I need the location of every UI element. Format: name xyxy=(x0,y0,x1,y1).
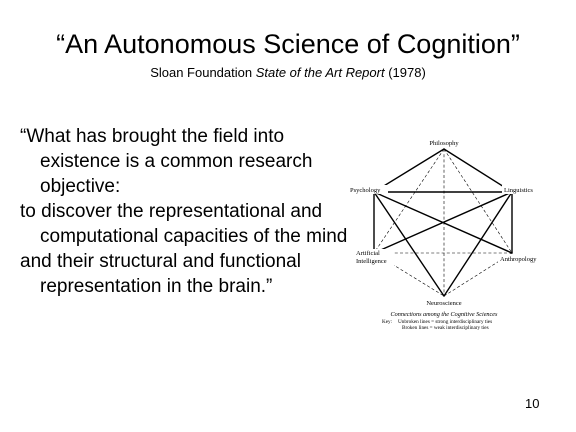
diagram-caption: Connections among the Cognitive Sciences xyxy=(391,311,498,318)
node-artificial-intelligence: Artificial xyxy=(356,250,380,257)
node-neuroscience: Neuroscience xyxy=(426,300,461,307)
node-psychology: Psychology xyxy=(350,187,381,194)
diagram-key-weak: Broken lines = weak interdisciplinary ti… xyxy=(402,325,489,331)
subtitle-prefix: Sloan Foundation xyxy=(150,65,256,80)
weak-tie-philosophy-ai xyxy=(373,148,445,254)
node-philosophy: Philosophy xyxy=(429,140,459,147)
strong-tie-linguistics-ai xyxy=(373,191,513,254)
strong-tie-philosophy-psychology xyxy=(373,148,445,193)
weak-tie-ai-neuroscience xyxy=(373,252,445,297)
strong-tie-philosophy-linguistics xyxy=(443,148,513,193)
subtitle-report-name: State of the Art Report xyxy=(255,65,385,80)
slide-subtitle: Sloan Foundation State of the Art Report… xyxy=(0,65,576,81)
quote-paragraph-3: and their structural and functional repr… xyxy=(20,251,301,297)
node-artificial-intelligence-line2: Intelligence xyxy=(356,258,387,265)
strong-tie-psychology-neuroscience xyxy=(373,191,445,297)
page-number: 10 xyxy=(525,396,540,411)
node-linguistics: Linguistics xyxy=(504,187,533,194)
quote-block: “What has brought the field into existen… xyxy=(20,124,350,299)
node-anthropology: Anthropology xyxy=(500,256,537,263)
diagram-key-label: Key: xyxy=(382,319,393,325)
subtitle-year: (1978) xyxy=(384,65,426,80)
quote-paragraph-1: “What has brought the field into existen… xyxy=(20,126,313,197)
quote-paragraph-2: to discover the representational and com… xyxy=(20,201,348,247)
strong-tie-linguistics-neuroscience xyxy=(443,191,513,297)
cognitive-sciences-hexagon-diagram: Philosophy Psychology Linguistics Artifi… xyxy=(348,138,543,331)
diagram-key-strong: Unbroken lines = strong interdisciplinar… xyxy=(398,319,492,325)
slide-title: “An Autonomous Science of Cognition” xyxy=(56,29,520,59)
